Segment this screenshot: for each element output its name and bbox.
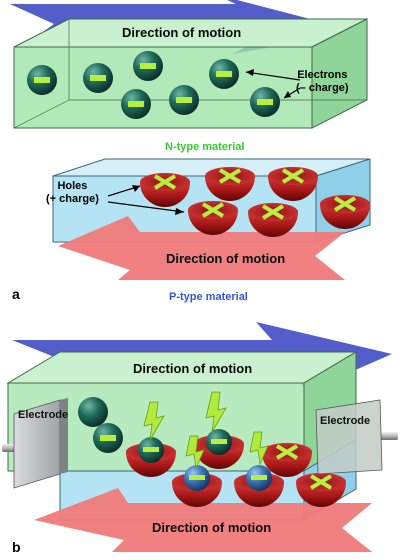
p-type-material-label: P-type material (169, 291, 248, 303)
electron-sphere-icon (169, 85, 199, 115)
energy-bolts (143, 391, 269, 470)
hole-hemisphere-icon (140, 173, 190, 207)
holes-label: Holes (+ charge) (46, 180, 99, 205)
hole-hemisphere-icon (205, 167, 255, 201)
n-type-arrow-label: Direction of motion (122, 25, 242, 40)
electron-sphere-icon (93, 423, 123, 453)
junction-electrons (78, 397, 123, 453)
right-electrode (315, 399, 398, 475)
electrons-label: Electrons (– charge) (296, 69, 349, 94)
hole-hemisphere-icon (320, 195, 370, 229)
p-type-holes (140, 167, 370, 237)
holes-label-line1: Holes (57, 180, 88, 192)
hole-hemisphere-icon (248, 203, 298, 237)
junction-holes (126, 429, 346, 507)
hole-hemisphere-icon (126, 437, 176, 477)
junction-bottom-arrow-label: Direction of motion (152, 520, 272, 535)
hole-hemisphere-icon (194, 429, 244, 469)
electron-sphere-icon (78, 397, 108, 427)
junction-bottom-motion-arrow (34, 488, 372, 552)
panel-a-letter: a (12, 286, 20, 302)
electron-sphere-icon (83, 63, 113, 93)
lightning-bolt-icon (249, 431, 269, 466)
electron-sphere-icon (27, 65, 57, 95)
hole-hemisphere-icon (172, 465, 222, 507)
p-type-arrow-label: Direction of motion (166, 251, 286, 266)
hole-hemisphere-icon (234, 465, 284, 507)
hole-hemisphere-icon (188, 201, 238, 235)
electron-sphere-icon (133, 51, 163, 81)
left-electrode (2, 398, 68, 489)
left-electrode-label: Electrode (18, 409, 69, 421)
hole-hemisphere-icon (268, 167, 318, 201)
electron-sphere-icon (121, 89, 151, 119)
n-type-electrons (27, 51, 280, 119)
holes-label-line2: (+ charge) (46, 192, 99, 205)
panel-b-letter: b (12, 539, 21, 555)
hole-hemisphere-icon (262, 443, 312, 477)
right-electrode-label: Electrode (320, 415, 371, 427)
hole-hemisphere-icon (296, 473, 346, 507)
electron-sphere-icon (250, 87, 280, 117)
electrons-label-line2: (– charge) (296, 81, 349, 94)
junction-top-arrow-label: Direction of motion (133, 361, 253, 376)
lightning-bolt-icon (185, 435, 205, 470)
lightning-bolt-icon (143, 401, 165, 441)
electrons-label-line1: Electrons (297, 69, 348, 81)
electrode-plate-icon (315, 399, 383, 475)
n-type-box (13, 18, 368, 129)
lightning-bolt-icon (205, 391, 227, 433)
electron-sphere-icon (209, 59, 239, 89)
n-type-material-label: N-type material (165, 141, 245, 153)
